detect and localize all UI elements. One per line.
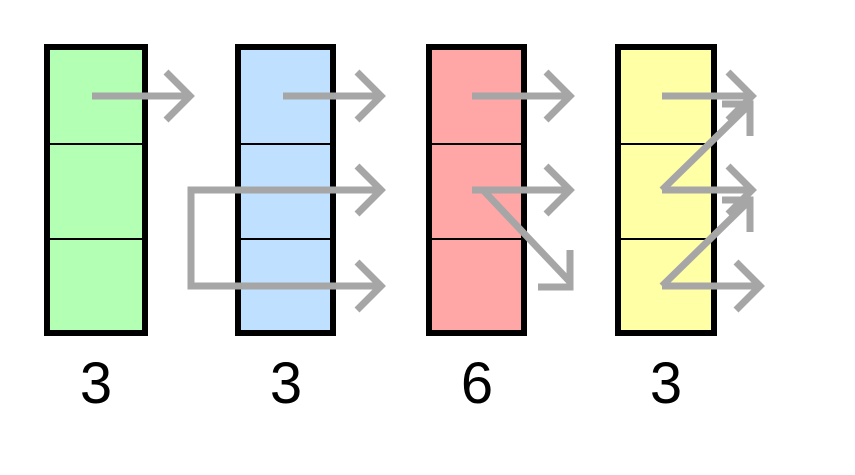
column-2-arrows [187, 69, 386, 313]
arrow-4-top [662, 69, 757, 123]
arrow-1-top [92, 69, 195, 123]
column-4-arrows [659, 69, 765, 313]
arrow-2-top [283, 69, 386, 123]
arrow-3-diagonal [480, 187, 574, 291]
column-3-label: 6 [461, 351, 493, 416]
column-1-border [44, 44, 148, 336]
arrow-4-middle [662, 163, 757, 217]
arrow-3-top [472, 69, 575, 123]
arrow-2-middle [283, 163, 386, 217]
arrow-4-zigzag-2 [659, 196, 754, 289]
column-4-label: 3 [650, 351, 682, 416]
arrow-2-bottom [283, 259, 386, 313]
column-1-fill [47, 47, 145, 333]
column-2-label: 3 [270, 351, 302, 416]
column-1 [44, 44, 148, 336]
arrow-4-zigzag-1 [659, 100, 754, 193]
column-1-arrows [92, 69, 195, 123]
column-1-label: 3 [80, 351, 112, 416]
arrow-4-bottom [662, 259, 765, 313]
arrow-3-middle [472, 163, 575, 217]
column-3-arrows [472, 69, 575, 291]
bracket-connector [187, 186, 290, 290]
